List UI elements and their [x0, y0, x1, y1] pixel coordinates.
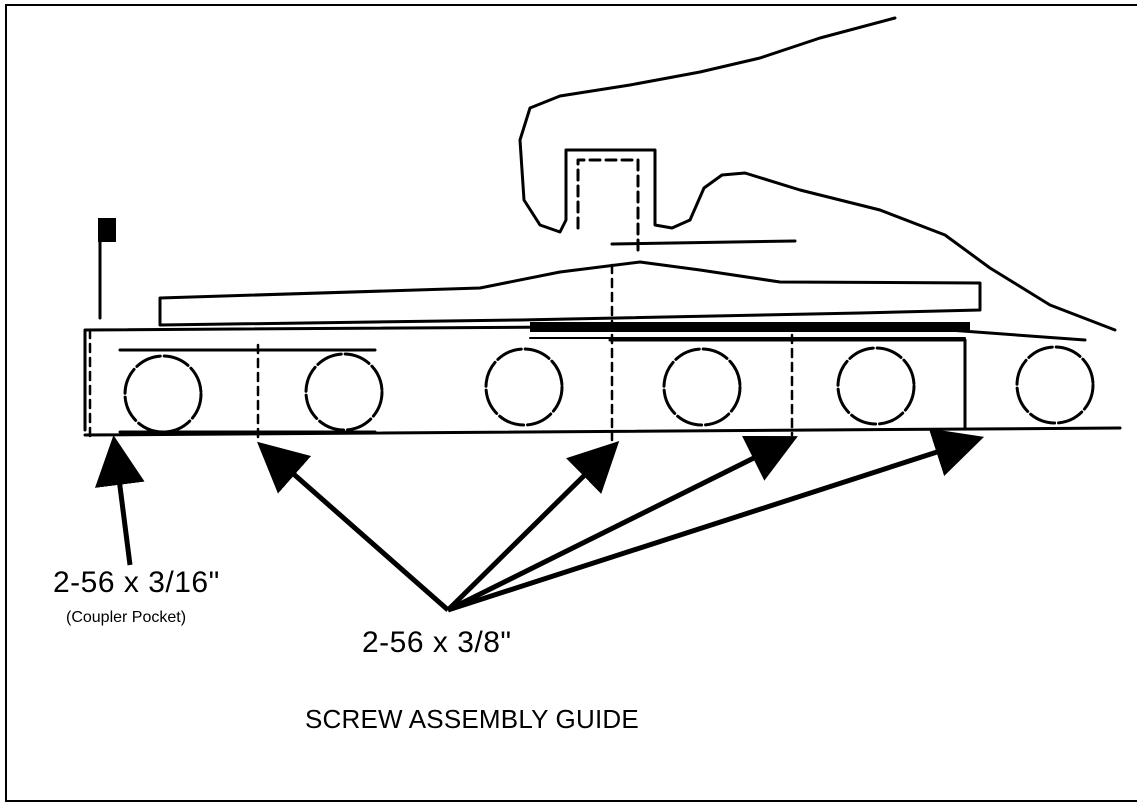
cab-handrail: [610, 239, 797, 246]
arrow-screw-2: [446, 440, 620, 612]
wheel-set: [123, 345, 1095, 434]
small-screw-note: (Coupler Pocket): [66, 609, 187, 626]
wheel-3: [484, 347, 564, 427]
arrow-screw-1: [256, 441, 450, 612]
brake-wheel-icon: [98, 218, 116, 242]
small-screw-label: 2-56 x 3/16": [53, 566, 220, 599]
frame-stringer: [530, 322, 970, 332]
cab-roof-outline: [518, 16, 1117, 332]
large-screw-label: 2-56 x 3/8": [362, 626, 512, 659]
wheel-5: [836, 346, 916, 426]
diagram-title: SCREW ASSEMBLY GUIDE: [305, 704, 639, 734]
wheel-2: [304, 352, 384, 432]
wheel-1: [123, 354, 203, 434]
wheel-6: [1015, 345, 1095, 425]
arrow-screw-3: [446, 435, 798, 613]
diagram-frame: [5, 4, 1137, 802]
cab-inner-window: [576, 158, 640, 252]
truck-box-rear: [608, 338, 967, 430]
truck-box-front: [118, 348, 377, 434]
wheel-4: [662, 347, 742, 427]
hood-deck: [158, 260, 982, 327]
arrow-screw-4: [447, 428, 985, 613]
arrow-coupler-screw: [94, 435, 145, 566]
